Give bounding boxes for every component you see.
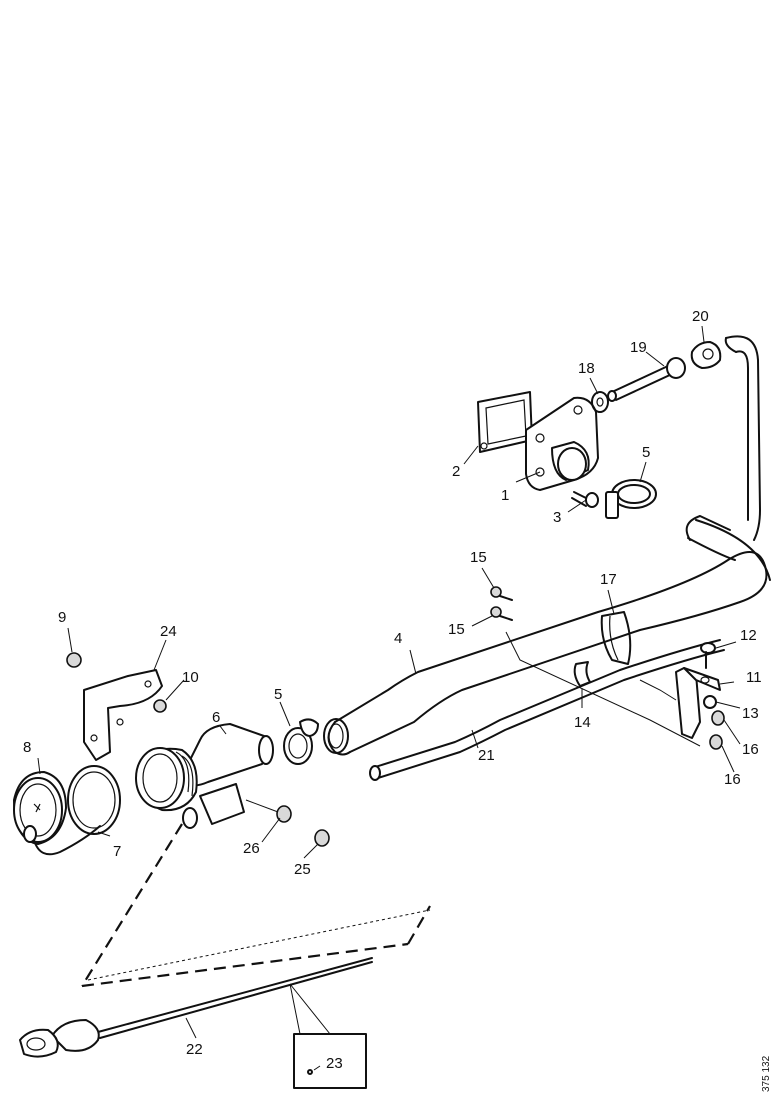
leader-lines: [37, 325, 741, 1071]
callout-25: 25: [294, 861, 311, 878]
callout-16-upper: 16: [742, 741, 759, 758]
washer-16-lower: [709, 734, 723, 750]
callout-11: 11: [746, 669, 762, 686]
callout-7: 7: [113, 843, 121, 860]
callout-13: 13: [742, 705, 759, 722]
bracket-24: [83, 669, 163, 761]
callout-15-lower: 15: [448, 621, 465, 638]
seal-ring: [67, 765, 121, 835]
callout-23: 23: [326, 1055, 343, 1072]
screw-3: [571, 491, 599, 508]
tank-flange-adapter: [477, 391, 599, 491]
callout-16-lower: 16: [724, 771, 741, 788]
bracket-11: [675, 667, 721, 739]
washer-16-upper: [711, 710, 725, 726]
callout-10: 10: [182, 669, 199, 686]
hose-clamp-lower: [283, 718, 319, 765]
callout-3: 3: [553, 509, 561, 526]
nut-10: [153, 699, 167, 713]
hose-coupling: [323, 718, 349, 754]
callout-8: 8: [23, 739, 31, 756]
figure-reference-code: 375 132: [761, 1055, 772, 1092]
callout-20: 20: [692, 308, 709, 325]
nut-13: [703, 695, 717, 709]
bolt-12: [700, 642, 716, 669]
hose-clamp-upper: [605, 479, 657, 519]
callout-6: 6: [212, 709, 220, 726]
nut-25: [314, 829, 330, 847]
callout-17: 17: [600, 571, 617, 588]
callout-5-upper: 5: [642, 444, 650, 461]
dipstick-guide-box: [289, 983, 367, 1089]
pipe-clamp-17: [600, 611, 632, 665]
callout-22: 22: [186, 1041, 203, 1058]
filler-neck: [135, 723, 274, 829]
screw-15-upper: [490, 586, 513, 601]
callout-labels: 1 2 3 4 5 5 6 7 8 9 10 11 12 13 14 15 15…: [23, 308, 762, 1072]
callout-21: 21: [478, 747, 495, 764]
callout-4: 4: [394, 630, 402, 647]
callout-14: 14: [574, 714, 591, 731]
callout-9: 9: [58, 609, 66, 626]
screw-15-lower: [490, 606, 513, 621]
washer-18: [591, 391, 609, 413]
callout-19: 19: [630, 339, 647, 356]
washer-26: [276, 805, 292, 823]
callout-18: 18: [578, 360, 595, 377]
vent-hose: [369, 639, 725, 781]
clip-14: [573, 661, 591, 687]
dipstick: [19, 957, 373, 1058]
filler-cap: [13, 771, 101, 856]
callout-5-lower: 5: [274, 686, 282, 703]
callout-2: 2: [452, 463, 460, 480]
callout-15-upper: 15: [470, 549, 487, 566]
cap-20: [690, 341, 722, 369]
callout-12: 12: [740, 627, 757, 644]
callout-1: 1: [501, 487, 509, 504]
callout-26: 26: [243, 840, 260, 857]
nut-9: [66, 652, 82, 668]
upper-breather-hose: [724, 335, 761, 541]
bolt-19: [607, 357, 686, 402]
dipstick-dashed-outline: [81, 823, 431, 988]
callout-24: 24: [160, 623, 177, 640]
